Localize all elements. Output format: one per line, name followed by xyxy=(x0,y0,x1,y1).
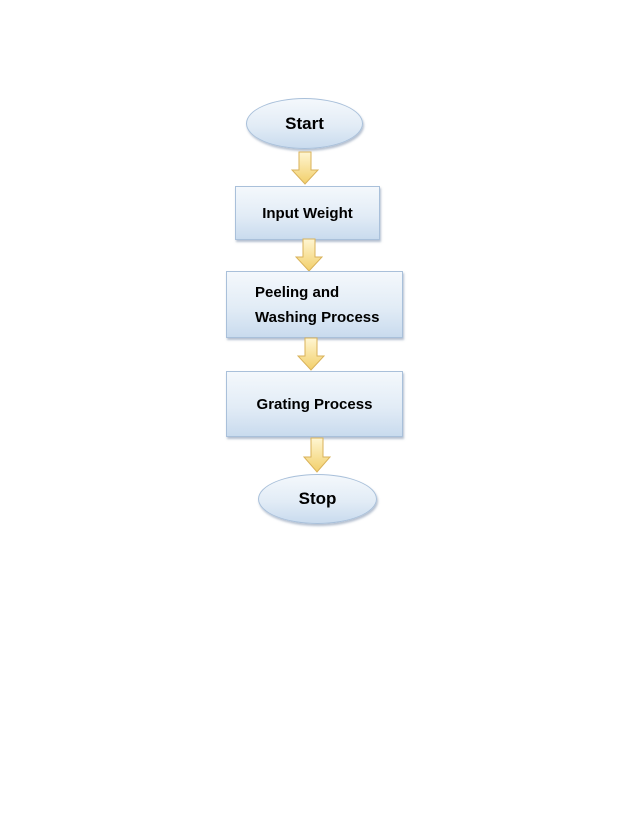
flow-arrow-2 xyxy=(295,238,323,272)
stop-label: Stop xyxy=(298,489,337,508)
step-label-line-1: Peeling and xyxy=(255,283,340,301)
flow-arrow-4 xyxy=(303,437,331,473)
flow-arrow-3 xyxy=(297,337,325,371)
process-box-input-weight: Input Weight xyxy=(235,186,380,240)
stop-terminal: Stop xyxy=(258,474,377,524)
flow-arrow-1 xyxy=(291,151,319,185)
process-box-grating: Grating Process xyxy=(226,371,403,437)
step-label: Input Weight xyxy=(262,204,353,222)
step-label: Grating Process xyxy=(256,395,373,413)
start-label: Start xyxy=(285,113,324,133)
process-box-peeling-washing: Peeling and Washing Process xyxy=(226,271,403,338)
step-label-line-2: Washing Process xyxy=(255,308,380,326)
start-terminal: Start xyxy=(246,98,363,149)
